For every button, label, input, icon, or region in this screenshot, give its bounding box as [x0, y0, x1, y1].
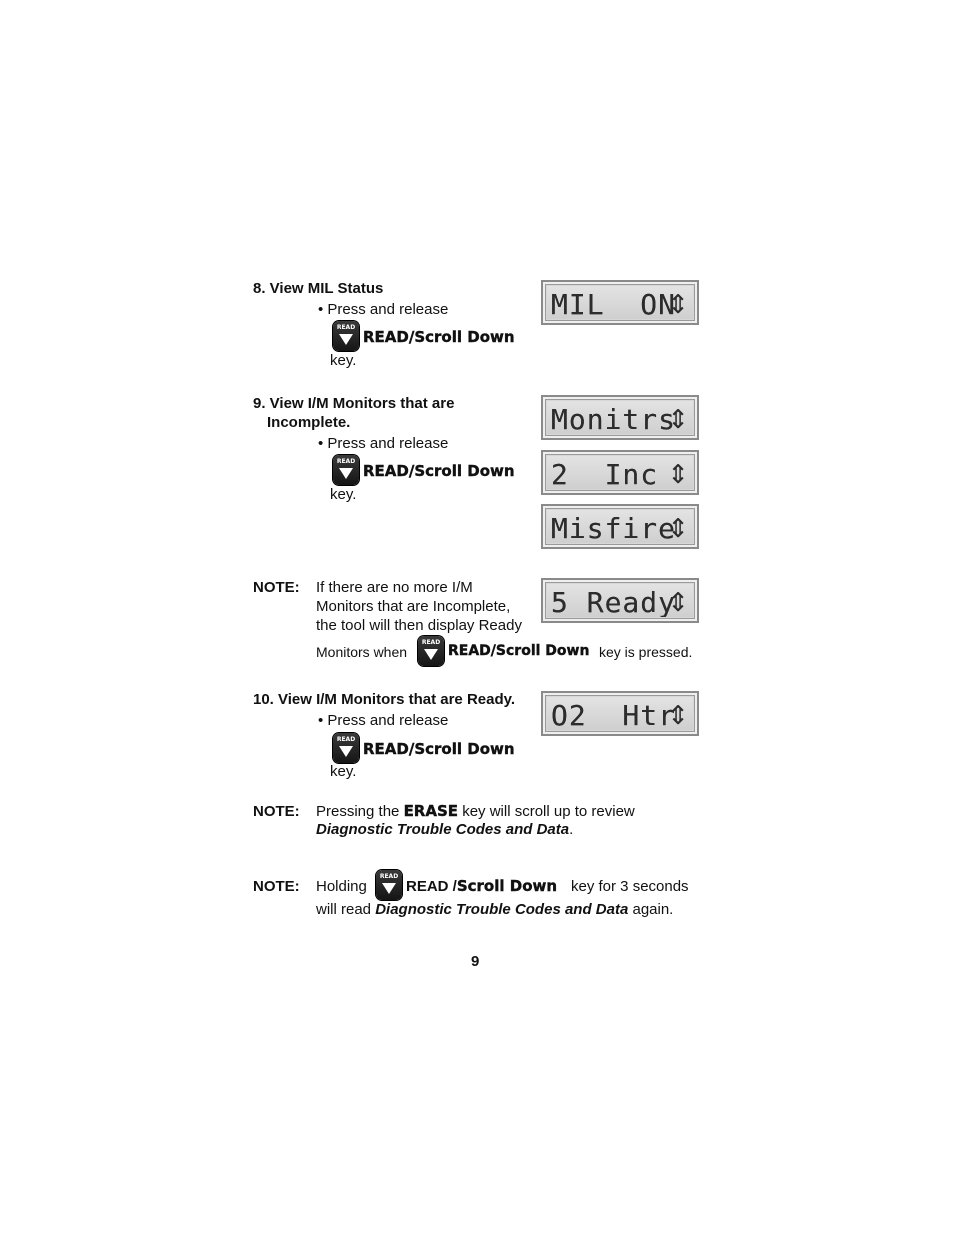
section-10-key-word: key.	[330, 763, 357, 780]
note-1-line3: the tool will then display Ready	[316, 617, 522, 634]
note-2-line1: Pressing the ERASE key will scroll up to…	[316, 802, 635, 820]
lcd-misfire: Misfire⇕	[541, 504, 699, 549]
note-1-line4-post: key is pressed.	[599, 644, 693, 660]
section-9-bullet: • Press and release	[318, 435, 449, 452]
scroll-arrow-icon: ⇕	[667, 290, 689, 319]
note-2-label: NOTE:	[253, 803, 300, 820]
note-3-post: key for 3 seconds	[571, 878, 689, 895]
section-10-bullet: • Press and release	[318, 712, 449, 729]
section-8-bullet: • Press and release	[318, 301, 449, 318]
note-2-line2: Diagnostic Trouble Codes and Data.	[316, 821, 574, 838]
section-10-heading: 10. View I/M Monitors that are Ready.	[253, 691, 516, 708]
read-button-icon: READ	[333, 321, 359, 356]
section-9-heading-line2: Incomplete.	[267, 414, 351, 431]
erase-key-label: ERASE	[403, 802, 459, 820]
section-8-key-label: READ/Scroll Down	[363, 328, 515, 346]
note-1-label: NOTE:	[253, 579, 300, 596]
read-button-icon: READ	[333, 455, 359, 490]
page-number: 9	[471, 953, 480, 970]
scroll-arrow-icon: ⇕	[667, 514, 689, 543]
lcd-mil-on: MIL ON⇕	[541, 280, 699, 325]
section-8-heading: 8. View MIL Status	[253, 280, 384, 297]
note-3-pre: Holding	[316, 878, 367, 895]
read-button-icon: READ	[376, 870, 402, 905]
section-9-heading-line1: 9. View I/M Monitors that are	[253, 395, 455, 412]
read-button-icon: READ	[333, 733, 359, 768]
lcd-monitrs: Monitrs⇕	[541, 395, 699, 440]
section-9-key-label: READ/Scroll Down	[363, 462, 515, 480]
scroll-arrow-icon: ⇕	[667, 588, 689, 617]
scroll-arrow-icon: ⇕	[667, 405, 689, 434]
section-10-key-label: READ/Scroll Down	[363, 740, 515, 758]
note-3-key-label: READ /Scroll Down	[406, 877, 558, 895]
scroll-arrow-icon: ⇕	[667, 460, 689, 489]
note-1-line2: Monitors that are Incomplete,	[316, 598, 511, 615]
read-button-icon: READ	[418, 636, 444, 671]
section-8-key-word: key.	[330, 352, 357, 369]
lcd-o2-htr: O2 Htr⇕	[541, 691, 699, 736]
note-3-label: NOTE:	[253, 878, 300, 895]
scroll-arrow-icon: ⇕	[667, 701, 689, 730]
note-1-key-label: READ/Scroll Down	[448, 643, 590, 659]
lcd-inc: 2 Inc⇕	[541, 450, 699, 495]
section-9-key-word: key.	[330, 486, 357, 503]
note-1-line4-pre: Monitors when	[316, 644, 408, 660]
lcd-ready: 5 Ready⇕	[541, 578, 699, 623]
note-1-line1: If there are no more I/M	[316, 579, 473, 596]
note-3-line2: will read Diagnostic Trouble Codes and D…	[316, 901, 674, 918]
